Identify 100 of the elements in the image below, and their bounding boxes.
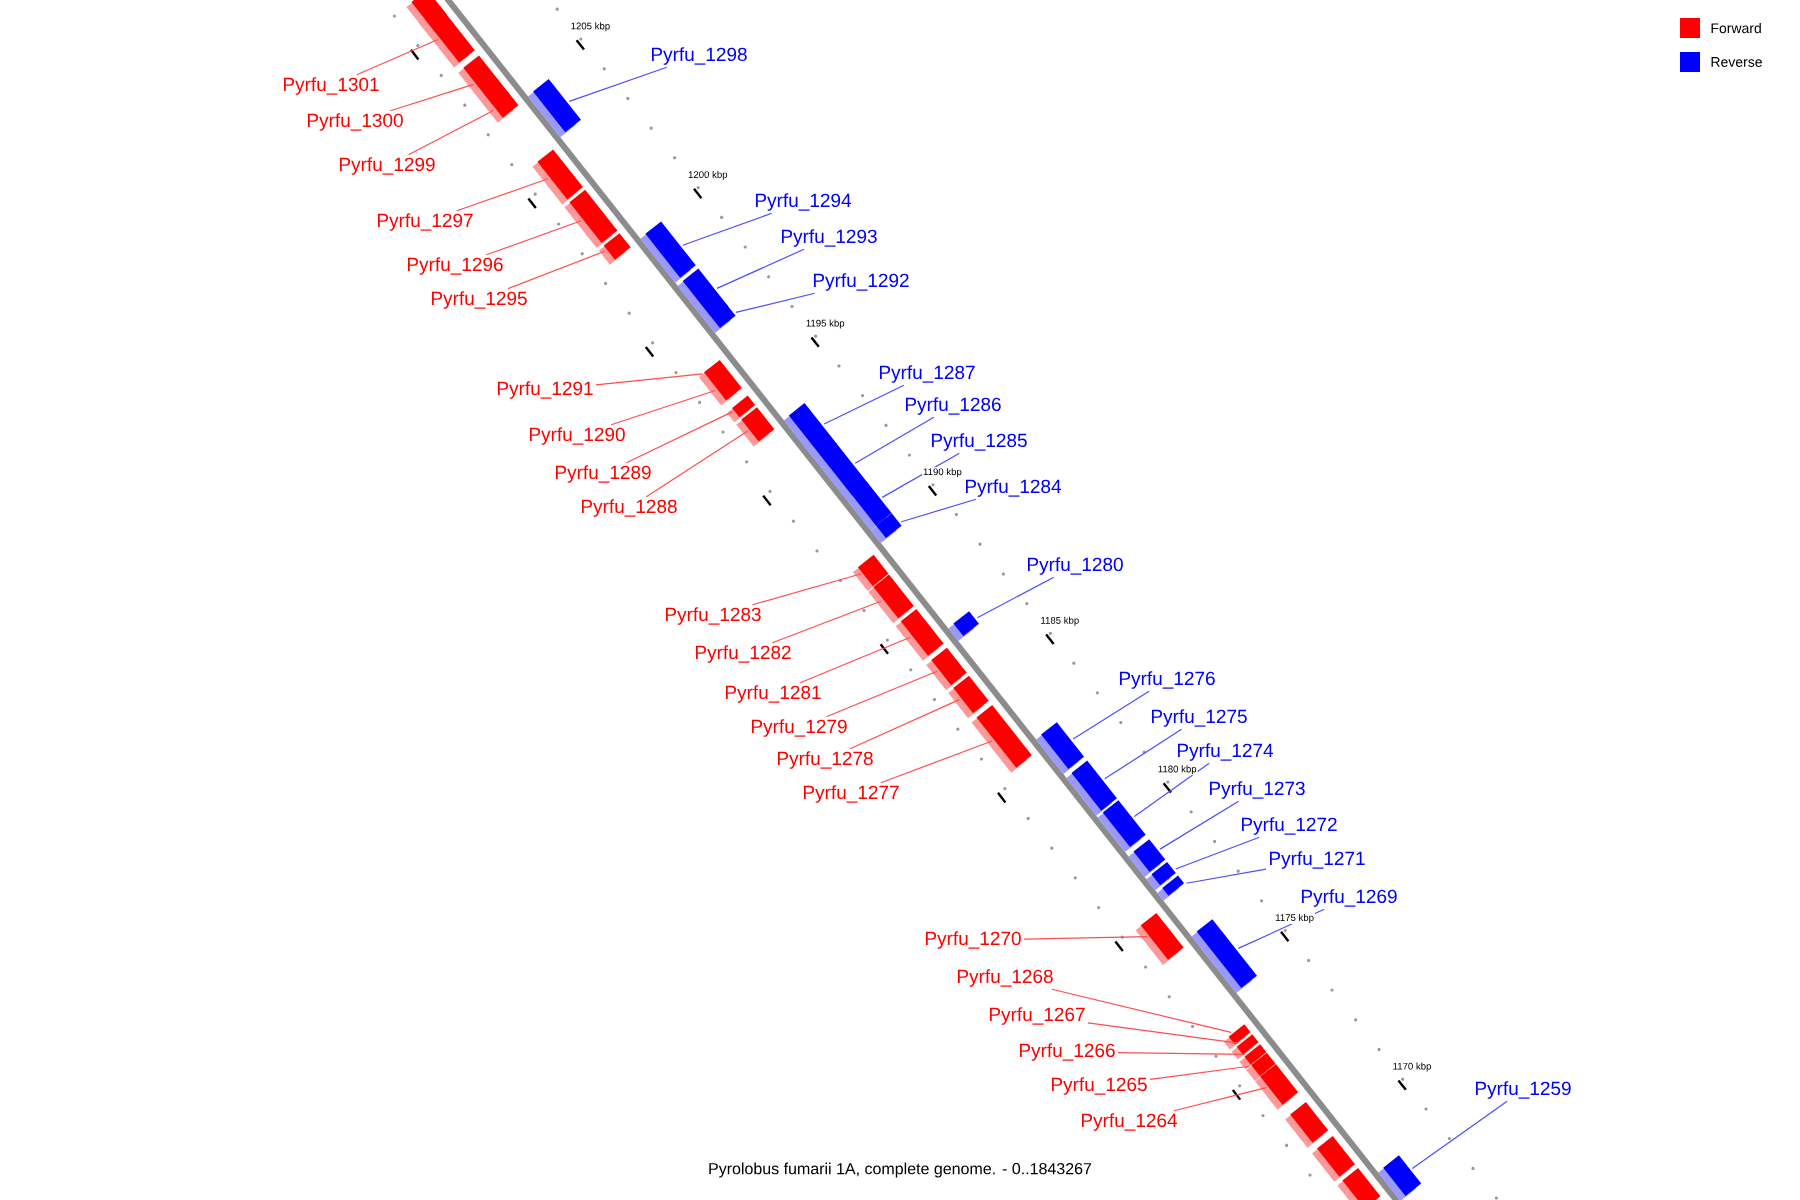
gene-block: [564, 189, 618, 248]
gene-label: Pyrfu_1280: [1028, 557, 1123, 575]
gene-label: Pyrfu_1264: [1082, 1113, 1177, 1131]
gene-block: [1066, 760, 1117, 816]
leader-line: [825, 670, 938, 718]
gene-label: Pyrfu_1284: [966, 479, 1061, 497]
gene-label: Pyrfu_1277: [804, 785, 899, 803]
leader-line: [595, 373, 704, 386]
gene-label: Pyrfu_1266: [1020, 1043, 1115, 1061]
gene-label: Pyrfu_1273: [1210, 781, 1305, 799]
leader-line: [771, 600, 883, 644]
leader-line: [1159, 800, 1240, 850]
gene-block: [708, 372, 742, 406]
leader-line: [456, 178, 549, 212]
leader-line: [625, 411, 733, 464]
gene-block: [419, 6, 475, 68]
gene-block: [1378, 1155, 1422, 1200]
leader-line: [900, 498, 977, 523]
gene-block: [926, 647, 967, 691]
gene-block: [1285, 1102, 1329, 1148]
gene-label: Pyrfu_1293: [782, 229, 877, 247]
leader-line: [682, 212, 773, 246]
gene-label: Pyrfu_1272: [1242, 817, 1337, 835]
leader-line: [751, 573, 862, 606]
gene-label: Pyrfu_1297: [377, 213, 473, 231]
gene-label: Pyrfu_1299: [339, 157, 435, 175]
gene-label: Pyrfu_1282: [695, 645, 791, 663]
gene-label: Pyrfu_1287: [880, 365, 975, 383]
gene-block: [971, 705, 1032, 773]
gene-label: Pyrfu_1291: [497, 381, 593, 399]
gene-block: [1097, 800, 1146, 853]
gene-block: [895, 608, 944, 661]
leader-line: [407, 109, 495, 156]
leader-line: [735, 292, 816, 314]
leader-line: [485, 220, 582, 256]
gene-label: Pyrfu_1289: [555, 465, 651, 483]
leader-line: [1237, 908, 1325, 949]
leader-line: [1023, 936, 1148, 940]
leader-line: [1117, 1052, 1246, 1055]
leader-line: [1133, 762, 1210, 817]
gene-label: Pyrfu_1278: [778, 751, 873, 769]
leader-line: [1411, 1100, 1508, 1170]
gene-label: Pyrfu_1267: [990, 1007, 1085, 1025]
leader-line: [854, 416, 935, 464]
leader-line: [389, 83, 475, 112]
leader-line: [1149, 1065, 1250, 1080]
gene-block: [948, 675, 989, 719]
gene-label: Pyrfu_1268: [958, 969, 1053, 987]
leader-line: [880, 740, 993, 784]
gene-label: Pyrfu_1294: [756, 193, 851, 211]
leader-line: [1185, 868, 1267, 884]
gene-block: [1135, 912, 1184, 965]
gene-block: [1255, 1064, 1299, 1110]
leader-line: [568, 66, 668, 102]
gene-block: [1337, 1168, 1381, 1200]
gene-label: Pyrfu_1281: [725, 685, 821, 703]
gene-block: [1312, 1136, 1355, 1182]
gene-block: [1157, 875, 1185, 901]
gene-label: Pyrfu_1276: [1120, 671, 1215, 689]
gene-label: Pyrfu_1292: [814, 273, 909, 291]
leader-line: [849, 699, 960, 750]
gene-label: Pyrfu_1283: [665, 607, 761, 625]
leader-line: [1051, 988, 1232, 1033]
gene-label: Pyrfu_1295: [431, 291, 527, 309]
gene-label: Pyrfu_1298: [651, 47, 747, 65]
gene-block: [705, 303, 736, 334]
gene-block: [871, 513, 902, 544]
gene-block: [532, 149, 583, 205]
gene-label: Pyrfu_1301: [283, 77, 379, 95]
gene-label: Pyrfu_1259: [1476, 1081, 1571, 1099]
gene-label: Pyrfu_1286: [906, 397, 1001, 415]
gene-block: [640, 221, 696, 283]
gene-block: [598, 233, 631, 265]
leader-line: [976, 576, 1055, 619]
gene-label: Pyrfu_1275: [1152, 709, 1247, 727]
leader-line: [356, 38, 439, 76]
leader-line: [799, 636, 911, 684]
leader-line: [1173, 1087, 1267, 1112]
gene-block: [948, 611, 979, 642]
gene-label: Pyrfu_1279: [752, 719, 847, 737]
gene-block: [528, 79, 581, 138]
gene-label: Pyrfu_1290: [529, 427, 625, 445]
gene-label: Pyrfu_1300: [307, 113, 403, 131]
leader-line: [1104, 728, 1183, 780]
gene-block: [868, 574, 914, 624]
leader-line: [1175, 836, 1260, 870]
leader-line: [716, 248, 805, 289]
gene-label: Pyrfu_1265: [1052, 1077, 1147, 1095]
leader-line: [823, 384, 905, 425]
gene-block: [1191, 919, 1257, 994]
caption: Pyrolobus fumarii 1A, complete genome. - 0..1843267: [709, 1162, 1092, 1178]
gene-block: [1036, 722, 1085, 775]
gene-label: Pyrfu_1285: [932, 433, 1027, 451]
leader-line: [881, 452, 960, 498]
leader-line: [645, 430, 748, 498]
leader-line: [610, 389, 716, 426]
leader-line: [1087, 1022, 1239, 1044]
gene-label: Pyrfu_1269: [1302, 889, 1397, 907]
gene-block: [486, 91, 519, 123]
gene-label: Pyrfu_1271: [1270, 851, 1365, 869]
